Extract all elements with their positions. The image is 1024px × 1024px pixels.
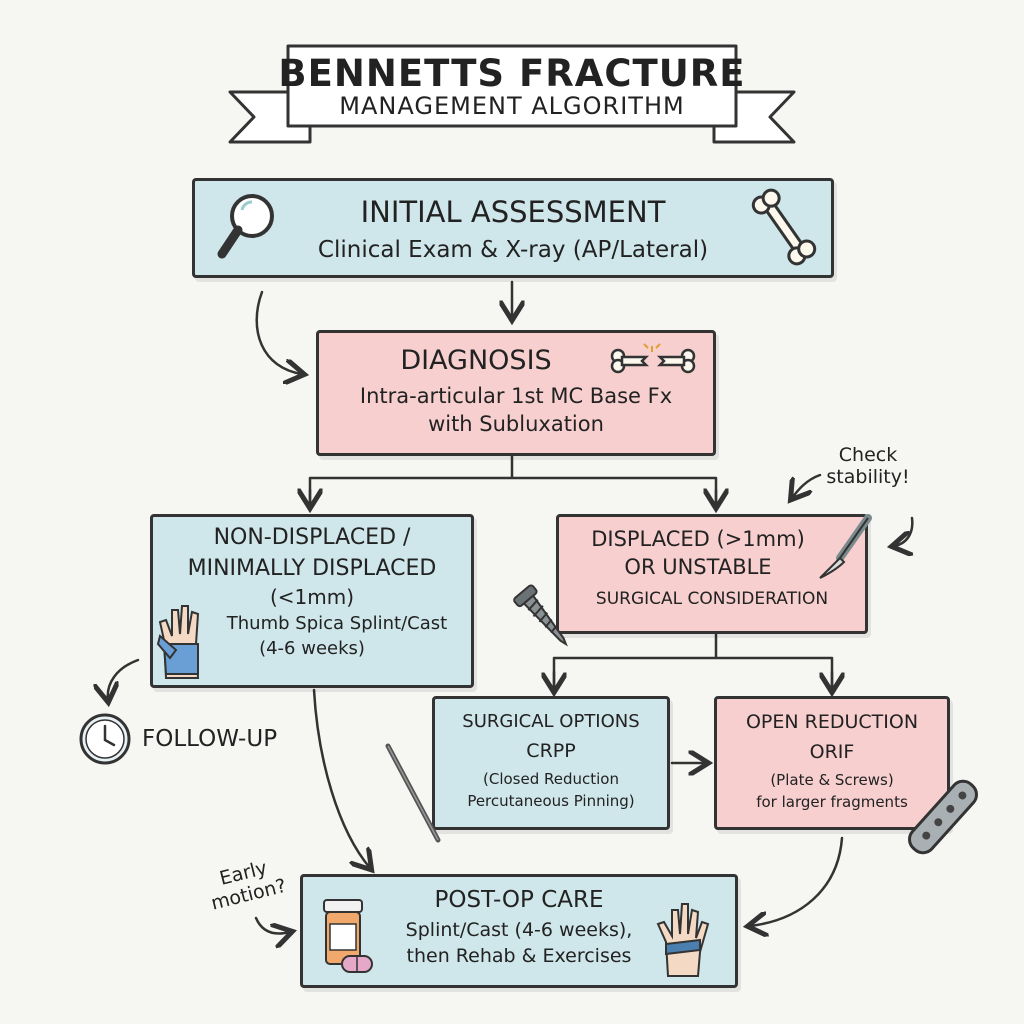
arrow-orif-to-postop	[750, 836, 844, 926]
scalpel-icon	[819, 514, 872, 579]
displaced-title-2: OR UNSTABLE	[624, 555, 772, 579]
diagnosis-title: DIAGNOSIS	[400, 345, 552, 376]
banner-ribbon	[228, 44, 796, 144]
diagnosis-detail-1: Intra-articular 1st MC Base Fx	[359, 384, 673, 408]
non-displaced-detail-1: Thumb Spica Splint/Cast	[226, 613, 448, 634]
surgical-options-detail-2: Percutaneous Pinning)	[467, 792, 635, 810]
displaced-detail: SURGICAL CONSIDERATION	[595, 589, 829, 609]
follow-up-label: FOLLOW-UP	[142, 726, 278, 752]
node-surgical-options: SURGICAL OPTIONS CRPP (Closed Reduction …	[432, 696, 670, 830]
non-displaced-detail-2: (4-6 weeks)	[259, 638, 365, 659]
node-open-reduction: OPEN REDUCTION ORIF (Plate & Screws) for…	[714, 696, 950, 830]
initial-assessment-title: INITIAL ASSESSMENT	[360, 195, 666, 229]
bone-icon	[751, 188, 817, 266]
open-reduction-subtitle: ORIF	[809, 741, 855, 763]
hand-wrap-icon	[656, 903, 710, 977]
clock-icon	[79, 713, 131, 765]
note-check-line-1: Check	[838, 444, 898, 466]
curve-arrow-to-diagnosis	[255, 290, 302, 374]
node-initial-assessment: INITIAL ASSESSMENT Clinical Exam & X-ray…	[192, 178, 834, 278]
broken-bone-icon	[610, 343, 696, 374]
non-displaced-title-3: (<1mm)	[269, 585, 355, 609]
node-displaced: DISPLACED (>1mm) OR UNSTABLE SURGICAL CO…	[556, 514, 868, 634]
node-diagnosis: DIAGNOSIS Intra-articular 1st MC Base Fx…	[316, 330, 716, 456]
displaced-title-1: DISPLACED (>1mm)	[591, 527, 805, 551]
open-reduction-detail-2: for larger fragments	[756, 793, 908, 811]
note-check-stability: Check stability!	[808, 444, 928, 488]
arrow-check-stability-2	[894, 516, 914, 546]
arrow-early-motion	[254, 916, 290, 933]
node-non-displaced: NON-DISPLACED / MINIMALLY DISPLACED (<1m…	[150, 514, 474, 688]
initial-assessment-detail: Clinical Exam & X-ray (AP/Lateral)	[317, 237, 709, 263]
note-check-line-2: stability!	[826, 466, 910, 488]
screw-icon	[513, 584, 568, 647]
surgical-options-detail-1: (Closed Reduction	[483, 770, 619, 788]
surgical-options-title: SURGICAL OPTIONS	[462, 711, 640, 732]
branch-displaced	[552, 632, 834, 690]
diagnosis-detail-2: with Subluxation	[428, 412, 604, 436]
surgical-options-subtitle: CRPP	[526, 740, 576, 762]
magnifier-icon	[217, 194, 274, 259]
banner-title: BENNETTS FRACTURE	[278, 52, 746, 95]
non-displaced-title-2: MINIMALLY DISPLACED	[187, 556, 437, 581]
post-op-title: POST-OP CARE	[434, 887, 604, 913]
banner-subtitle: MANAGEMENT ALGORITHM	[339, 92, 685, 120]
pill-icon	[341, 955, 373, 973]
open-reduction-title: OPEN REDUCTION	[745, 711, 919, 733]
pill-bottle-icon	[323, 899, 363, 965]
open-reduction-detail-1: (Plate & Screws)	[770, 771, 894, 789]
branch-diagnosis	[308, 454, 718, 506]
post-op-detail-2: then Rehab & Exercises	[406, 945, 632, 967]
arrow-nondisplaced-to-postop	[312, 688, 370, 868]
pin-icon	[385, 743, 441, 843]
arrow-to-followup	[108, 658, 140, 700]
non-displaced-title-1: NON-DISPLACED /	[213, 525, 411, 550]
thumb-splint-icon	[156, 605, 200, 679]
plate-icon	[908, 779, 978, 855]
arrow-check-stability-1	[792, 473, 822, 498]
post-op-detail-1: Splint/Cast (4-6 weeks),	[405, 919, 633, 941]
